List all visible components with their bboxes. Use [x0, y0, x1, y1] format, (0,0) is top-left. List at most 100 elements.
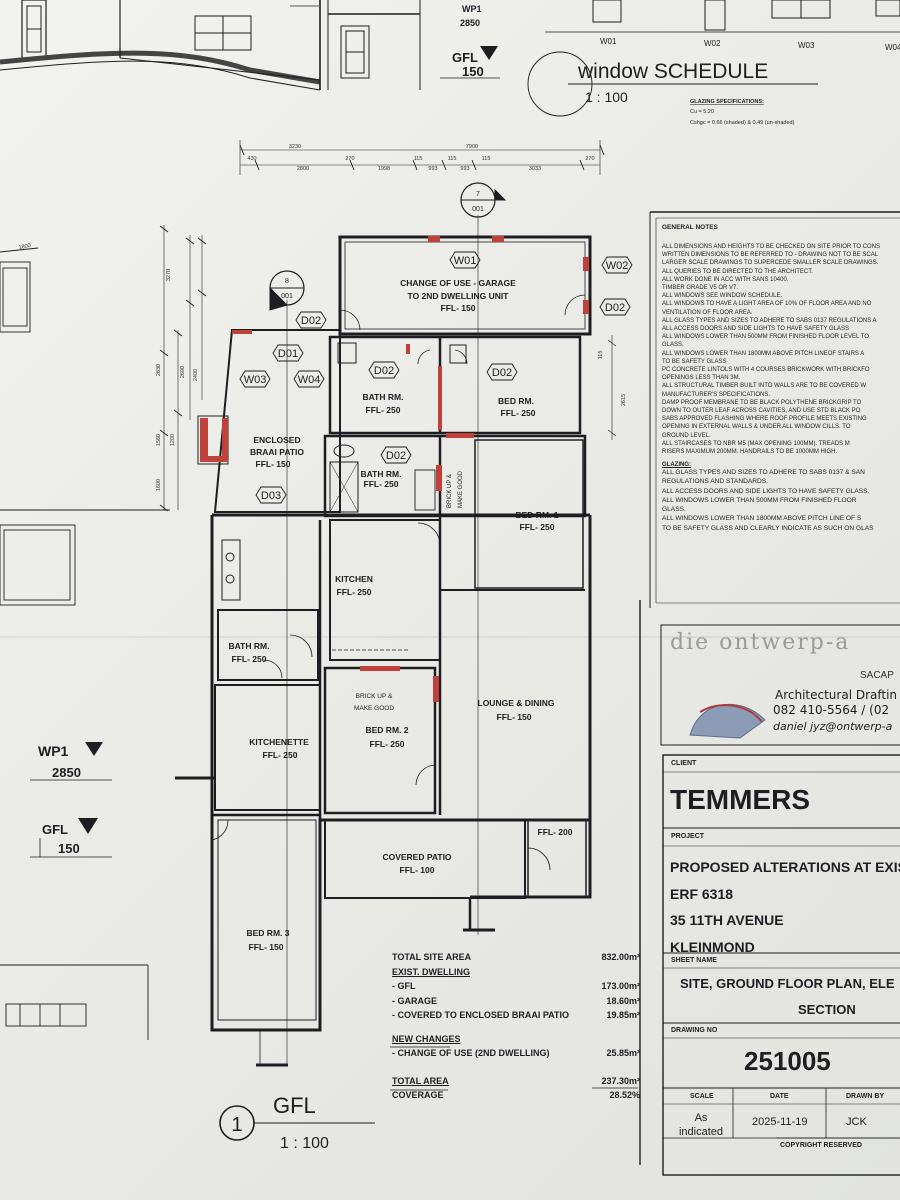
- gfl-left-label: GFL: [42, 822, 68, 837]
- room-bath2-name: BATH RM.: [361, 469, 402, 479]
- room-kitchenette-name: KITCHENETTE: [249, 737, 309, 747]
- general-note-line: TIMBER GRADE V5 OR V7.: [662, 285, 739, 292]
- general-note-line: ALL ACCESS DOORS AND SIDE LIGHTS TO HAVE…: [662, 326, 850, 333]
- glazing-spec-line-2: Cshgc = 0.66 (shaded) & 0.49 (un-shaded): [690, 120, 795, 126]
- glazing-heading: GLAZING:: [662, 462, 691, 469]
- tag-d02-bath2: D02: [386, 450, 406, 462]
- room-bath1-ffl: FFL- 250: [366, 405, 401, 415]
- room-ffl200: FFL- 200: [538, 827, 573, 837]
- section-8-sheet: 001: [281, 293, 293, 300]
- brick-up-1-line-1: BRICK UP &: [356, 693, 393, 700]
- general-note-line: ALL GLASS TYPES AND SIZES TO ADHERE TO S…: [662, 317, 877, 324]
- dim-overall: 7900: [466, 144, 478, 150]
- glazing-spec-heading: GLAZING SPECIFICATIONS:: [690, 99, 764, 105]
- level-lines: [30, 77, 500, 858]
- sheet-name-line-1: SITE, GROUND FLOOR PLAN, ELE: [680, 976, 895, 991]
- tag-w03: W03: [244, 374, 267, 386]
- title-block-frame: [639, 600, 900, 1176]
- brick-infill: [197, 236, 589, 702]
- general-notes-body: ALL DIMENSIONS AND HEIGHTS TO BE CHECKED…: [662, 243, 900, 456]
- scale-value-line-1: As: [694, 1112, 708, 1124]
- date-label: DATE: [770, 1093, 789, 1100]
- general-note-line: ALL WINDOWS TO HAVE A LIGHT AREA OF 10% …: [662, 301, 872, 308]
- glazing-note-line: ALL GLASS TYPES AND SIZES TO ADHERE TO S…: [662, 469, 865, 477]
- tag-d02-braai: D02: [301, 315, 321, 327]
- glazing-note-line: ALL WINDOWS LOWER THAN 500MM FROM FINISH…: [662, 496, 857, 504]
- dim-bottom-2: 2800: [297, 166, 309, 172]
- room-braai-line-2: BRAAI PATIO: [250, 447, 304, 457]
- brick-up-1-line-2: MAKE GOOD: [354, 705, 394, 712]
- dim-left-5: 1560: [156, 434, 162, 446]
- general-note-line: PC CONCRETE LINTOLS WITH 4 COURSES BRICK…: [662, 367, 870, 374]
- section-marker-7: [460, 182, 507, 218]
- window-schedule-title: window SCHEDULE: [577, 60, 768, 83]
- general-note-line: ALL DIMENSIONS AND HEIGHTS TO BE CHECKED…: [662, 244, 881, 250]
- project-label: PROJECT: [671, 833, 705, 840]
- general-note-line: RISERS MAXIMUM 200MM. HANDRAILS TO BE 10…: [662, 449, 838, 456]
- left-fragments: [0, 247, 170, 1040]
- dim-top-3: 115: [414, 156, 423, 162]
- general-notes: GENERAL NOTES ALL DIMENSIONS AND HEIGHTS…: [662, 224, 900, 533]
- general-note-line: ALL WINDOWS LOWER THAN 500MM FROM FINISH…: [662, 334, 869, 341]
- room-bed-top-ffl: FFL- 250: [501, 408, 536, 418]
- dim-bottom-6: 3033: [529, 166, 541, 172]
- top-dimensions: [239, 140, 605, 175]
- plan-title-marker: [219, 1105, 375, 1141]
- area-row: EXIST. DWELLING: [392, 966, 471, 977]
- tag-w01: W01: [454, 255, 477, 267]
- tag-d02-garage: D02: [605, 302, 625, 314]
- window-schedule-scale: 1 : 100: [585, 89, 628, 105]
- general-note-line: DAMP PROOF MEMBRANE TO BE BLACK POLYTHEN…: [662, 399, 862, 406]
- room-braai-line-1: ENCLOSED: [253, 435, 300, 445]
- drawing-no: 251005: [744, 1046, 831, 1076]
- w04-label: W04: [885, 43, 900, 52]
- gfl-top-value: 150: [462, 64, 484, 79]
- firm-line-1: Architectural Draftin: [775, 688, 898, 702]
- dim-top-5: 115: [482, 156, 491, 162]
- dim-left-0: 1800: [18, 243, 31, 251]
- glazing-note-line: ALL WINDOWS LOWER THAN 1800MM ABOVE PITC…: [662, 515, 862, 523]
- firm-line-3: daniel jyz@ontwerp-a: [773, 720, 893, 733]
- dim-top-4: 115: [448, 156, 457, 162]
- general-note-line: ALL STAIRCASES TO NBR M5 (MAX OPENING 10…: [662, 440, 850, 447]
- firm-logo-text: die ontwerp-a: [670, 630, 851, 655]
- dim-left-4: 2400: [193, 369, 199, 381]
- section-lines: [175, 215, 479, 1065]
- general-note-line: GLASS.: [662, 342, 684, 349]
- window-door-tags: [239, 251, 633, 504]
- gfl-left-value: 150: [58, 841, 80, 856]
- firm-logo: [689, 704, 766, 739]
- room-garage-ffl: FFL- 150: [441, 303, 476, 313]
- room-bed2-name: BED RM. 2: [366, 725, 409, 735]
- glazing-body: ALL GLASS TYPES AND SIZES TO ADHERE TO S…: [662, 468, 900, 532]
- general-note-line: LARGER SCALE DRAWINGS TO SUPERCEDE SMALL…: [662, 260, 879, 267]
- room-bed-top-name: BED RM.: [498, 396, 534, 406]
- dim-right-0: 115: [598, 351, 604, 360]
- dim-left-6: 1200: [170, 434, 176, 446]
- drawn-by-label: DRAWN BY: [846, 1093, 885, 1100]
- gfl-top-label: GFL: [452, 50, 478, 65]
- dim-bottom-4: 993: [428, 166, 437, 172]
- room-garage: CHANGE OF USE - GARAGE TO 2ND DWELLING U…: [400, 278, 516, 313]
- section-7-num: 7: [476, 191, 480, 198]
- drawn-by-value: JCK: [846, 1116, 867, 1128]
- dim-left-1: 3270: [166, 269, 172, 281]
- room-bed3-name: BED RM. 3: [247, 928, 290, 938]
- dim-top-2: 270: [345, 156, 354, 162]
- dim-top-6: 270: [585, 156, 594, 162]
- floor-plan-walls: [210, 235, 592, 1067]
- brick-up-2-line-2: MAKE GOOD: [458, 470, 464, 508]
- glazing-note-line: TO BE SAFETY GLASS AND CLEARLY INDICATE …: [662, 524, 874, 532]
- firm-line-2: 082 410-5564 / (02: [773, 703, 890, 717]
- general-note-line: DOWN TO OUTER LEAF ACROSS CAVITIES, AND …: [662, 408, 861, 415]
- level-indicators: [78, 46, 498, 834]
- area-row: NEW CHANGES: [392, 1033, 461, 1044]
- wp1-left-value: 2850: [52, 765, 81, 780]
- room-garage-line-2: TO 2ND DWELLING UNIT: [408, 291, 510, 301]
- tag-d03: D03: [261, 490, 281, 502]
- tag-w04: W04: [298, 374, 321, 386]
- right-dimensions: [607, 335, 617, 440]
